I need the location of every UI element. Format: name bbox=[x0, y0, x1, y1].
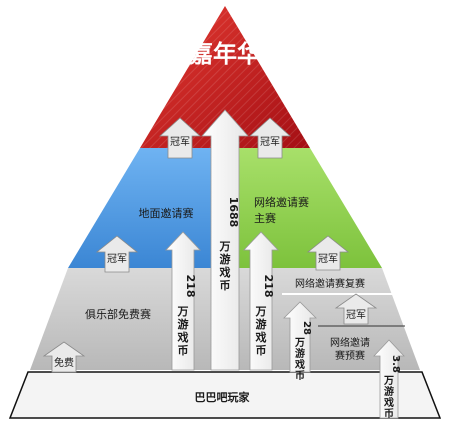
top-tier-stripes bbox=[140, 6, 310, 148]
free-badge: 免费 bbox=[54, 356, 74, 369]
prize-3-8-char-4: 币 bbox=[384, 408, 394, 420]
prize-218-right-number: 218 bbox=[262, 275, 275, 298]
ground-invitational-label: 地面邀请赛 bbox=[139, 206, 194, 220]
prize-218-left-char-4: 币 bbox=[178, 344, 189, 357]
champion-arrow-mid-right bbox=[306, 235, 350, 271]
prize-218-left-char-3: 戏 bbox=[177, 330, 189, 344]
prize-218-left-number: 218 bbox=[184, 275, 197, 298]
prize-218-right-char-4: 币 bbox=[256, 344, 267, 357]
prize-1688-char-1: 万 bbox=[219, 240, 231, 253]
online-main-label: 主赛 bbox=[254, 211, 276, 225]
club-free-label: 俱乐部免费赛 bbox=[85, 307, 151, 321]
champion-arrow-top-left bbox=[158, 117, 202, 159]
online-prelim-label-2: 赛预赛 bbox=[335, 349, 365, 362]
prize-1688-char-3: 戏 bbox=[219, 265, 231, 279]
prize-1688-char-4: 币 bbox=[220, 279, 231, 292]
prize-28-char-3: 戏 bbox=[294, 358, 305, 371]
online-invitational-label: 网络邀请赛 bbox=[254, 195, 309, 209]
champion-arrow-top-right bbox=[248, 117, 292, 159]
prize-3-8-char-3: 戏 bbox=[383, 396, 394, 409]
champion-arrow-low-right bbox=[334, 293, 378, 325]
online-prelim-label-1: 网络邀请 bbox=[330, 336, 370, 349]
prize-arrow-218-right bbox=[243, 231, 279, 371]
champion-badge-low-right: 冠军 bbox=[346, 309, 366, 321]
prize-28-char-1: 万 bbox=[294, 337, 305, 349]
prize-28-char-4: 币 bbox=[295, 370, 305, 382]
prize-28-number: 28 bbox=[301, 321, 312, 335]
champion-badge-top-right: 冠军 bbox=[260, 136, 280, 148]
prize-3-8-char-1: 万 bbox=[383, 375, 394, 387]
prize-arrow-28 bbox=[283, 301, 317, 373]
club-free-tier bbox=[30, 268, 211, 370]
prize-3-8-char-2: 游 bbox=[384, 385, 394, 398]
base-players-label: 巴巴吧玩家 bbox=[195, 390, 251, 404]
prize-arrow-1688 bbox=[201, 109, 249, 371]
champion-badge-mid-left: 冠军 bbox=[107, 253, 127, 265]
prize-3-8-number: 3.8 bbox=[390, 355, 401, 373]
prize-1688-number: 1688 bbox=[227, 197, 240, 228]
champion-arrow-mid-left bbox=[95, 235, 139, 273]
online-invitational-tier bbox=[239, 148, 382, 268]
prize-218-right-char-2: 游 bbox=[256, 317, 267, 331]
prize-218-left-char-2: 游 bbox=[178, 317, 189, 331]
prize-218-right-char-3: 戏 bbox=[255, 330, 267, 344]
prize-218-right-char-1: 万 bbox=[255, 305, 267, 318]
ground-invitational-tier bbox=[68, 148, 211, 268]
champion-badge-top-left: 冠军 bbox=[170, 136, 190, 148]
prize-218-left-char-1: 万 bbox=[177, 305, 189, 318]
prize-28-char-2: 游 bbox=[295, 347, 305, 360]
prize-arrow-218-left bbox=[165, 231, 201, 371]
page-title: 嘉年华 bbox=[189, 40, 261, 68]
champion-badge-mid-right: 冠军 bbox=[318, 253, 338, 265]
prize-arrow-3-8 bbox=[373, 339, 405, 419]
prize-1688-char-2: 游 bbox=[220, 252, 231, 266]
online-rematch-label: 网络邀请赛复赛 bbox=[295, 277, 365, 290]
free-arrow bbox=[42, 341, 86, 373]
